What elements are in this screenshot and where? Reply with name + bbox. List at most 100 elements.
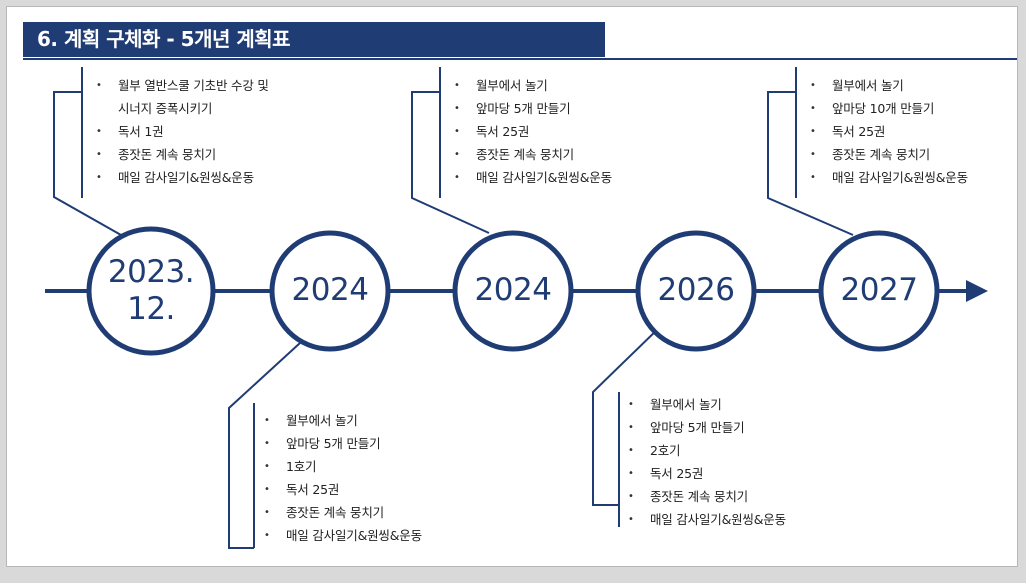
plan-item: • 종잣돈 계속 뭉치기 (810, 143, 968, 166)
plan-item: • 종잣돈 계속 뭉치기 (264, 501, 422, 524)
milestone-label-line: 12. (127, 291, 175, 327)
plan-item: • 매일 감사일기&원씽&운동 (96, 166, 269, 189)
bullet-icon: • (264, 484, 270, 495)
milestone-label-2026: 2026 (631, 272, 761, 309)
bullet-icon: • (454, 126, 460, 137)
plan-item-text: 앞마당 10개 만들기 (832, 101, 935, 116)
plan-item-text: 앞마당 5개 만들기 (286, 436, 381, 451)
plan-item: • 독서 1권 (96, 120, 269, 143)
timeline-arrowhead (966, 280, 988, 302)
plan-list-2027: • 월부에서 놀기 • 앞마당 10개 만들기 •독서 25권 • 종잣돈 계속 뭉치기 • 매… (810, 74, 968, 189)
plan-item-text: 독서 25권 (832, 124, 886, 139)
plan-item-text: 앞마당 5개 만들기 (650, 420, 745, 435)
plan-list-2024-b: • 월부에서 놀기 • 앞마당 5개 만들기 • 독서 25권 •종잣돈 계속 뭉치기 • 매일… (454, 74, 612, 189)
plan-item-text: 2호기 (650, 443, 681, 458)
plan-item-text: 독서 25권 (650, 466, 704, 481)
plan-item-text: 월부에서 놀기 (476, 78, 548, 93)
milestone-label-line: 2027 (840, 272, 918, 308)
bullet-icon: • (96, 80, 102, 91)
plan-item-text: 종잣돈 계속 뭉치기 (650, 489, 748, 504)
plan-item-text: 독서 1권 (118, 124, 164, 139)
bullet-icon: • (810, 103, 816, 114)
plan-item: • 독서 25권 (264, 478, 422, 501)
connector-2024-a (228, 342, 301, 549)
plan-item: •독서 25권 (810, 120, 968, 143)
milestone-label-2024-b: 2024 (448, 272, 578, 309)
bullet-icon: • (454, 172, 460, 183)
bullet-icon: • (628, 399, 634, 410)
milestone-label-2023: 2023. 12. (86, 254, 216, 328)
plan-item-text: 매일 감사일기&원씽&운동 (650, 512, 786, 527)
plan-item: • 매일 감사일기&원씽&운동 (628, 508, 786, 531)
milestone-label-2024-a: 2024 (265, 272, 395, 309)
plan-list-2024-a: • 월부에서 놀기 • 앞마당 5개 만들기 • 1호기 • 독서 25권 • 종잣돈 계속 뭉치… (264, 409, 422, 547)
plan-item-text: 종잣돈 계속 뭉치기 (832, 147, 930, 162)
plan-item: • 2호기 (628, 439, 786, 462)
milestone-label-line: 2024 (474, 272, 552, 308)
connector-2027 (767, 91, 854, 236)
bullet-icon: • (264, 415, 270, 426)
bullet-icon: • (264, 530, 270, 541)
plan-item: • 독서 25권 (454, 120, 612, 143)
bullet-icon: • (628, 514, 634, 525)
plan-item: • 종잣돈 계속 뭉치기 (628, 485, 786, 508)
bullet-icon: • (810, 149, 816, 160)
milestone-label-line: 2023. (107, 254, 195, 290)
bullet-icon: • (810, 172, 816, 183)
plan-item-text: 월부 열반스쿨 기초반 수강 및 (118, 78, 269, 93)
plan-item: • 월부에서 놀기 (628, 393, 786, 416)
plan-item-text: 월부에서 놀기 (286, 413, 358, 428)
bullet-icon: • (628, 491, 634, 502)
plan-item: • 월부에서 놀기 (810, 74, 968, 97)
bullet-icon: • (264, 438, 270, 449)
milestone-label-2027: 2027 (814, 272, 944, 309)
plan-item-text: 월부에서 놀기 (832, 78, 904, 93)
plan-item-text: 독서 25권 (286, 482, 340, 497)
plan-item: • 독서 25권 (628, 462, 786, 485)
milestone-circle-2024-b (452, 230, 574, 352)
plan-item: • 월부에서 놀기 (454, 74, 612, 97)
plan-item-text: 매일 감사일기&원씽&운동 (476, 170, 612, 185)
milestone-circle-2024-a (269, 230, 391, 352)
bullet-icon: • (264, 507, 270, 518)
milestone-circle-2026 (635, 230, 757, 352)
connector-2023 (53, 91, 122, 236)
bullet-icon: • (96, 172, 102, 183)
bullet-icon: • (628, 445, 634, 456)
plan-item: • 앞마당 10개 만들기 (810, 97, 968, 120)
bullet-icon: • (454, 80, 460, 91)
plan-list-2026: • 월부에서 놀기 • 앞마당 5개 만들기 • 2호기 • 독서 25권 • 종잣돈 계속 뭉치… (628, 393, 786, 531)
plan-item: • 1호기 (264, 455, 422, 478)
plan-item: • 월부에서 놀기 (264, 409, 422, 432)
slide-title: 6. 계획 구체화 - 5개년 계획표 (23, 22, 605, 57)
plan-item: • 앞마당 5개 만들기 (264, 432, 422, 455)
plan-item: • 월부 열반스쿨 기초반 수강 및 (96, 74, 269, 97)
plan-item: •매일 감사일기&원씽&운동 (264, 524, 422, 547)
plan-item-text: 매일 감사일기&원씽&운동 (832, 170, 968, 185)
title-underline (23, 58, 1017, 60)
plan-item-text: 월부에서 놀기 (650, 397, 722, 412)
plan-item-text: 독서 25권 (476, 124, 530, 139)
plan-item: •종잣돈 계속 뭉치기 (454, 143, 612, 166)
plan-item-text: 종잣돈 계속 뭉치기 (286, 505, 384, 520)
milestone-label-line: 2024 (291, 272, 369, 308)
plan-item-text: 종잣돈 계속 뭉치기 (118, 147, 216, 162)
bullet-icon: • (810, 80, 816, 91)
plan-item: • 앞마당 5개 만들기 (454, 97, 612, 120)
bullet-icon: • (264, 461, 270, 472)
plan-item-text: 앞마당 5개 만들기 (476, 101, 571, 116)
bullet-icon: • (96, 126, 102, 137)
plan-item: • 앞마당 5개 만들기 (628, 416, 786, 439)
bullet-icon: • (454, 103, 460, 114)
bullet-icon: • (628, 422, 634, 433)
plan-item-text: 1호기 (286, 459, 317, 474)
bullet-icon: • (628, 468, 634, 479)
plan-item-text: 매일 감사일기&원씽&운동 (118, 170, 254, 185)
connector-2026 (592, 324, 663, 506)
connector-2024-b (411, 91, 490, 234)
milestone-label-line: 2026 (657, 272, 735, 308)
plan-item: 시너지 증폭시키기 (96, 97, 269, 120)
plan-item: • 매일 감사일기&원씽&운동 (454, 166, 612, 189)
